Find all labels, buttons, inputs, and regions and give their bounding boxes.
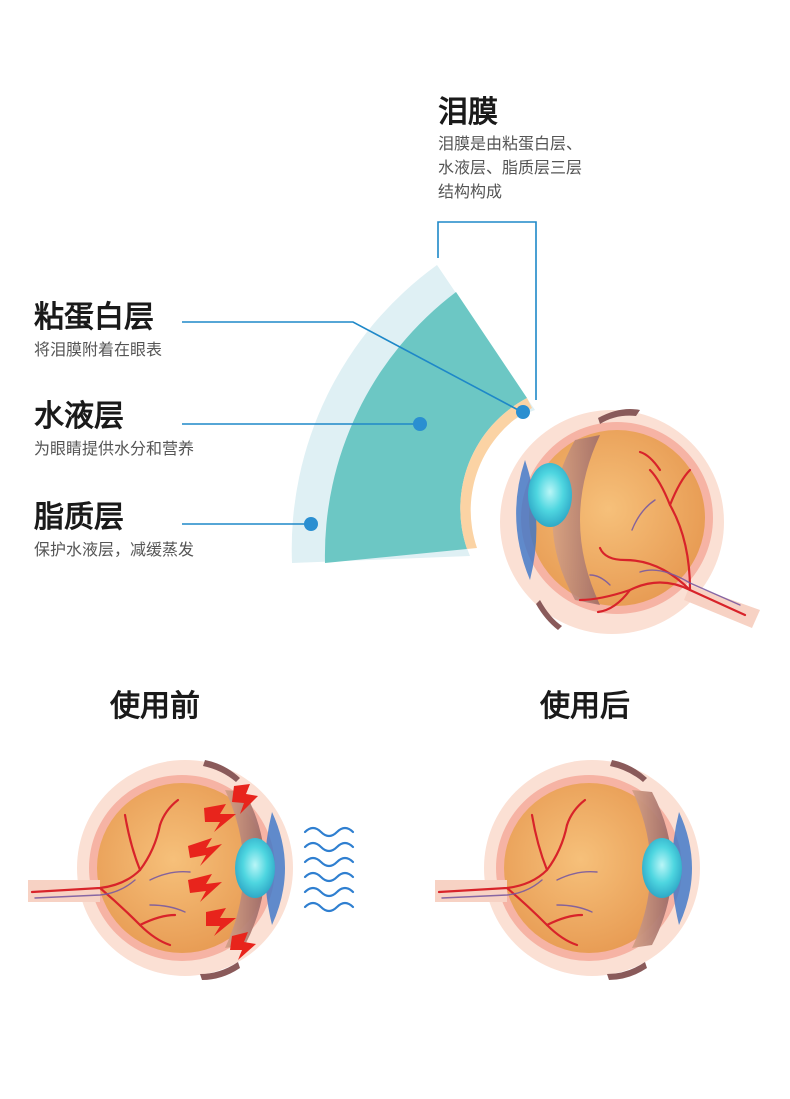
tear-film-title: 泪膜 [438,95,498,130]
eye-illustration-top [500,409,760,634]
aqueous-layer-title: 水液层 [34,399,124,434]
bolt-icon [188,874,222,902]
lipid-layer-description: 保护水液层，减缓蒸发 [34,540,195,559]
aqueous-layer-description: 为眼睛提供水分和营养 [34,439,195,458]
irritation-bolts [188,784,258,960]
mucin-layer-title: 粘蛋白层 [34,300,154,335]
bolt-icon [206,908,236,936]
eye-illustration-before [28,760,293,980]
evaporation-waves [303,826,355,913]
tear-film-description-line: 水液层、脂质层三层 [438,158,583,177]
mucin-layer-description: 将泪膜附着在眼表 [34,340,163,359]
lipid-layer-title: 脂质层 [34,500,124,535]
lipid-dot [304,517,318,531]
bolt-icon [232,784,258,814]
tear-film-bracket [437,221,537,400]
mucin-callout-line [182,321,523,413]
after-label: 使用后 [540,689,630,724]
tear-film-wedge [291,265,535,563]
bolt-icon [230,932,256,960]
before-label: 使用前 [110,689,200,724]
mucin-layer-band [460,398,532,549]
tear-film-description-line: 泪膜是由粘蛋白层、 [438,134,583,153]
bolt-icon [204,804,236,832]
tear-film-description: 泪膜是由粘蛋白层、 水液层、脂质层三层 结构构成 [438,132,582,204]
bolt-icon [188,838,222,866]
eye-illustration-after [435,760,700,980]
callout-lines [182,221,537,525]
aqueous-dot [413,417,427,431]
mucin-dot [516,405,530,419]
tear-film-description-line: 结构构成 [438,182,503,201]
